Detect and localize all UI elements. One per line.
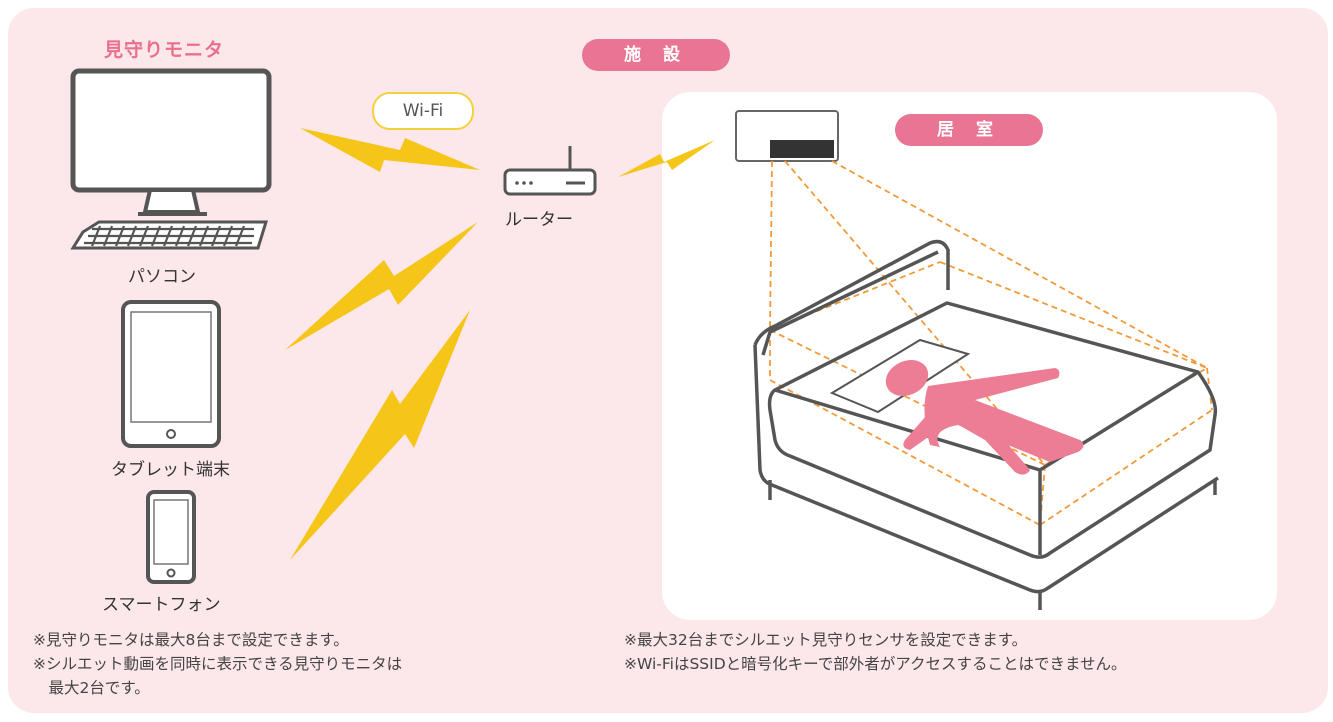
note-left-line: 最大2台です。 [33,679,150,697]
notes-right: ※最大32台までシルエット見守りセンサを設定できます。 ※Wi-FiはSSIDと… [624,628,1126,676]
wireless-bolt-icons [285,128,715,560]
smartphone-label: スマートフォン [102,595,221,615]
bed-icon [753,239,1219,610]
sensor-icon [735,110,839,162]
monitor-title: 見守りモニタ [104,39,225,61]
room-badge: 居 室 [895,114,1043,146]
tablet-icon [121,300,221,448]
router-label: ルーター [505,210,573,230]
wifi-badge: Wi-Fi [372,92,474,130]
note-left-line: ※見守りモニタは最大8台まで設定できます。 [33,631,349,649]
smartphone-icon [146,490,196,584]
tablet-label: タブレット端末 [111,460,230,480]
sensor-range-lines [769,160,1213,526]
router-icon [503,146,597,196]
note-right-line: ※最大32台までシルエット見守りセンサを設定できます。 [624,631,1028,649]
note-left-line: ※シルエット動画を同時に表示できる見守りモニタは [33,655,403,673]
facility-badge: 施 設 [582,39,730,71]
notes-left: ※見守りモニタは最大8台まで設定できます。 ※シルエット動画を同時に表示できる見… [33,628,402,700]
person-silhouette-icon [885,360,1084,475]
pc-label: パソコン [128,267,196,287]
note-right-line: ※Wi-FiはSSIDと暗号化キーで部外者がアクセスすることはできません。 [624,655,1127,673]
desktop-pc-icon [70,68,272,250]
